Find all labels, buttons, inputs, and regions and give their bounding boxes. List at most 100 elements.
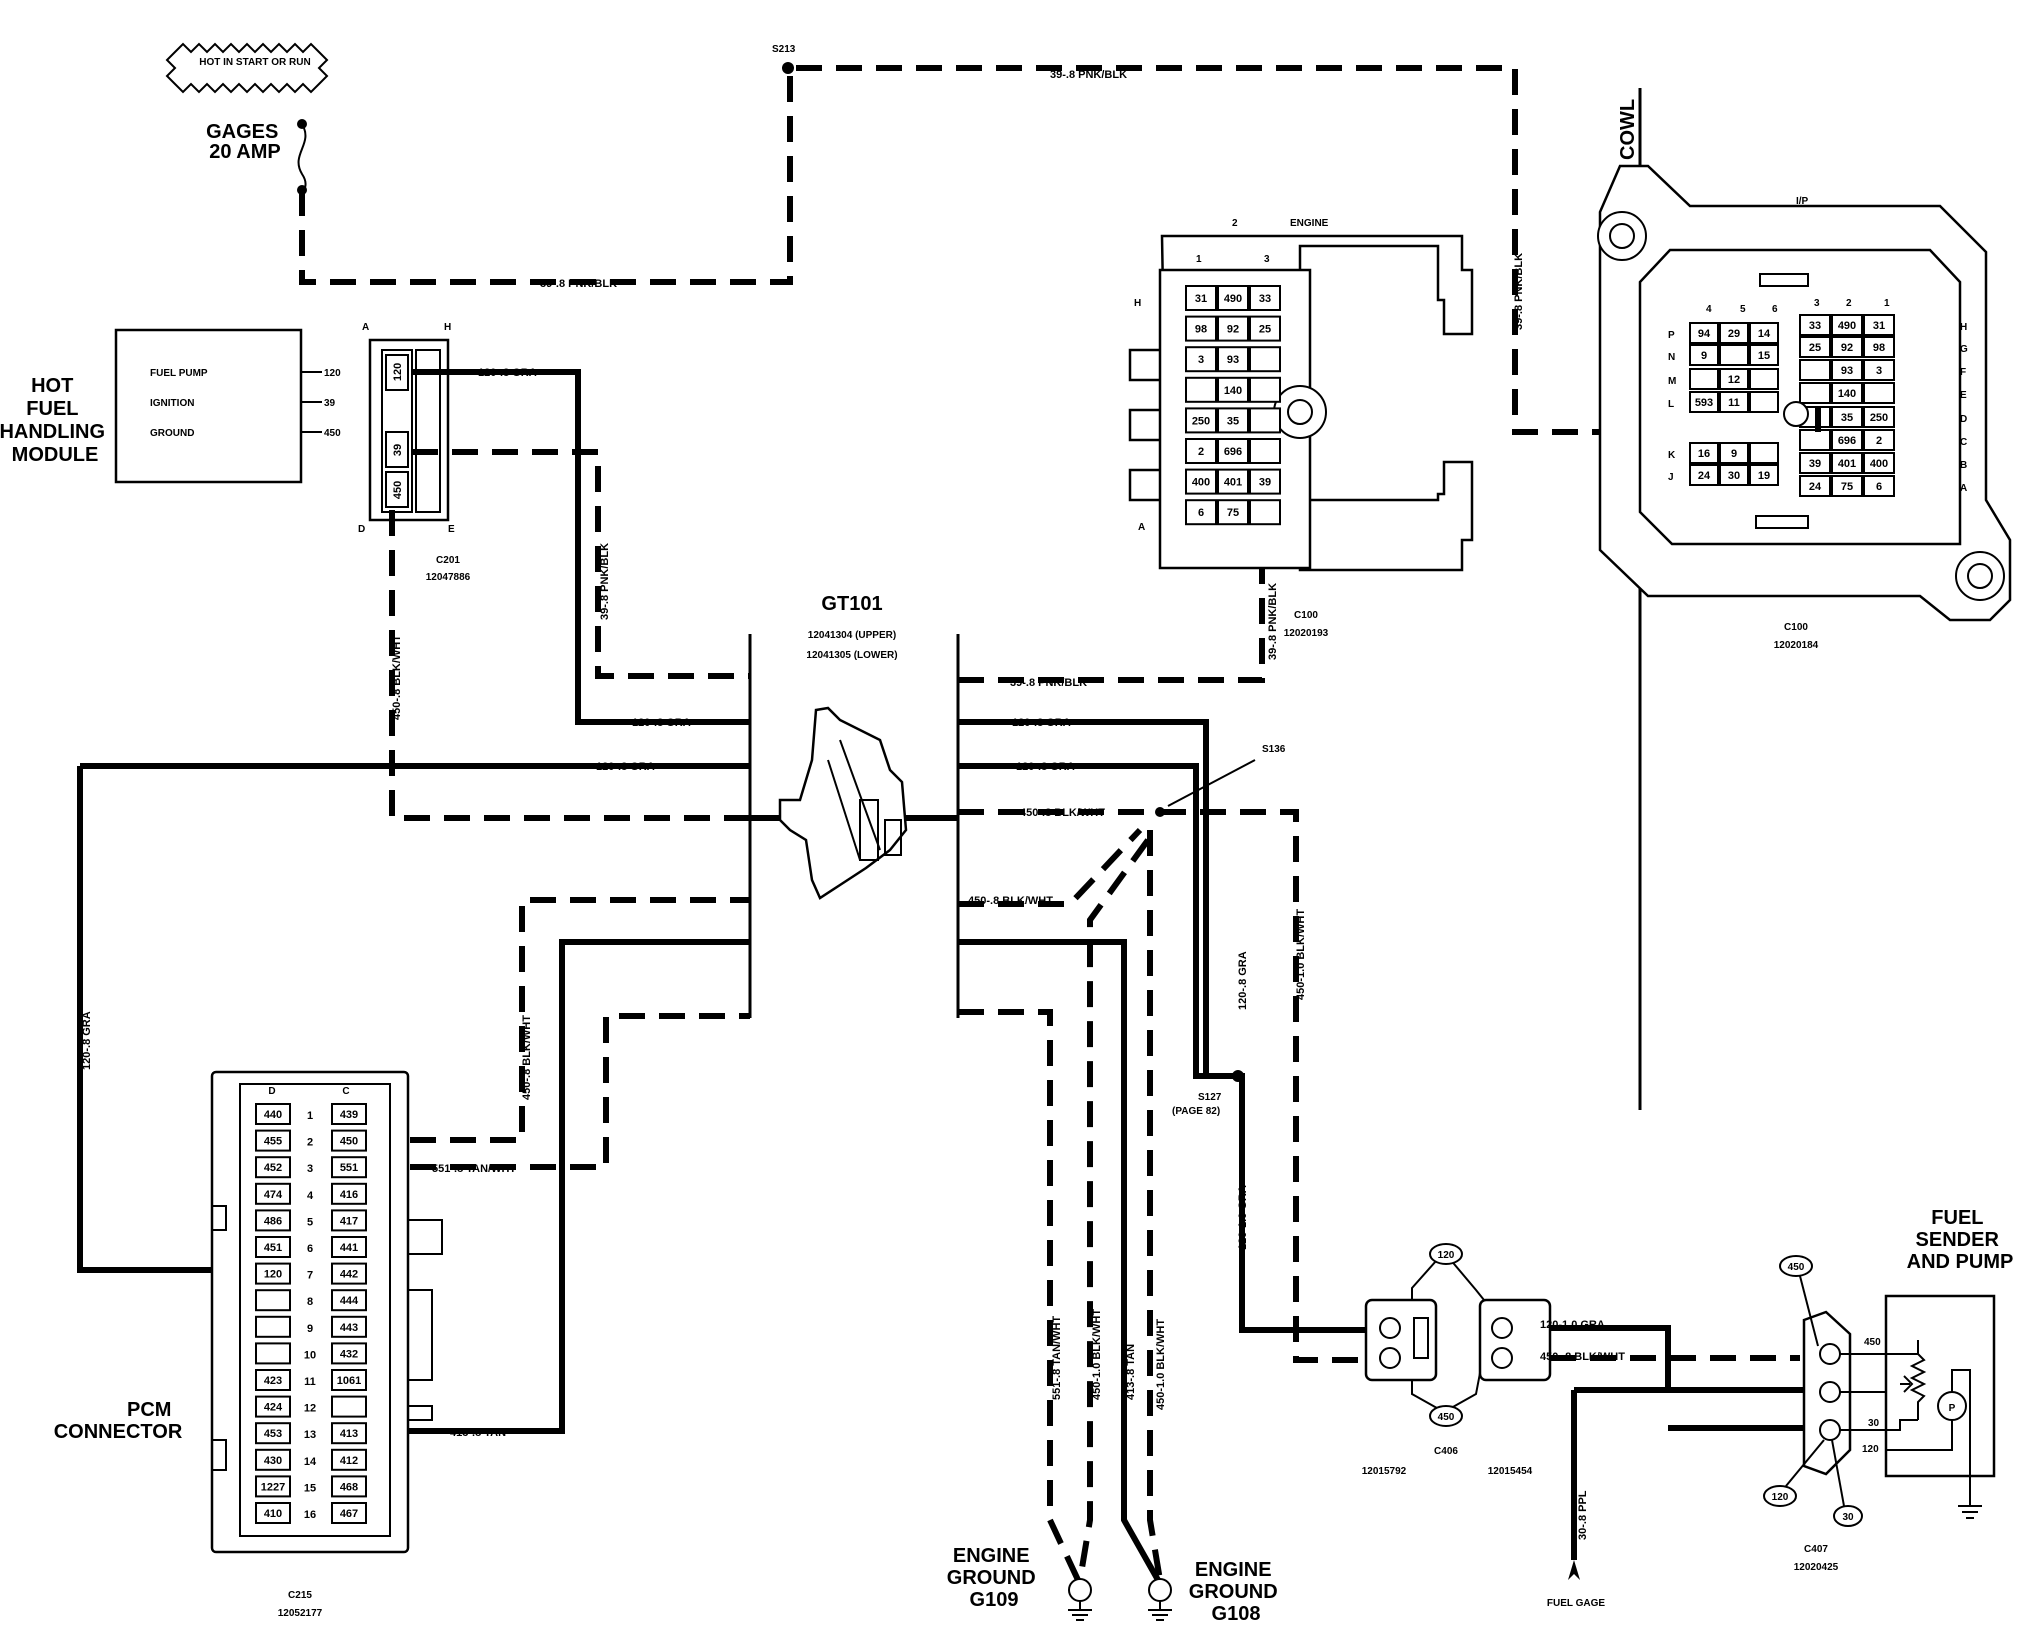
c100-engine-pin (1249, 285, 1281, 311)
c100-ip-pin-label: 93 (1841, 365, 1853, 377)
pcm-pin-d (255, 1342, 291, 1365)
c100-engine-pin-label: 490 (1224, 293, 1242, 305)
pcm-row-number: 6 (307, 1243, 313, 1255)
pcm-pin-d (255, 1236, 291, 1258)
pcm-pin-d (255, 1289, 291, 1312)
pcm-row-number: 1 (307, 1110, 313, 1122)
c100-ip-pin (1831, 475, 1863, 497)
c100-ip-pin-label: 400 (1870, 458, 1888, 470)
c100-ip-pin-label: 30 (1728, 470, 1740, 482)
c100-engine-pin-label: 39 (1259, 477, 1271, 489)
c100-engine-pin-label: 696 (1224, 446, 1242, 458)
wire-413-pcm (370, 939, 750, 1434)
wire-551-pcm-label: 551-.8 TAN/WHT (432, 1163, 516, 1175)
c100-ip-part: 12020184 (1774, 640, 1819, 651)
sender-name: FUEL SENDER AND PUMP (1907, 1207, 2014, 1273)
hot-in-start-or-run-label: HOT IN START OR RUN (165, 42, 329, 94)
c201-pin-120: 120 (392, 363, 404, 381)
c100-ip-col-head: 2 (1846, 298, 1852, 309)
gt101-grommet: GT101 12041304 (UPPER) 12041305 (LOWER) (748, 593, 960, 1018)
gages-fuse: GAGES 20 AMP (206, 119, 307, 195)
svg-text:450: 450 (1788, 1262, 1805, 1273)
c100-ip-col-head: 6 (1772, 304, 1778, 315)
c100-ip-row-letter: D (1960, 414, 1967, 425)
c100-ip-pin (1863, 382, 1895, 404)
c100-engine-pin-label: 31 (1195, 293, 1207, 305)
c100-ip-pin (1689, 368, 1719, 390)
c201-corner-d: D (358, 524, 365, 535)
fuel-sender-and-pump: FUEL SENDER AND PUMP 450 30 120 P (1862, 1207, 2014, 1519)
c100-ip-pin-label: 11 (1728, 397, 1740, 409)
svg-text:120: 120 (1772, 1492, 1789, 1503)
fuse-element-icon (297, 123, 307, 193)
c100-ip-pin (1799, 382, 1831, 404)
pcm-row-number: 4 (307, 1190, 314, 1202)
c100-engine-pin (1217, 376, 1249, 403)
c100-ip-pin (1749, 344, 1779, 366)
wire-39-top-run (299, 65, 1700, 435)
c100-ip-row-letter: H (1960, 322, 1967, 333)
pcm-pin-d-label: 452 (264, 1162, 282, 1174)
c100-ip-pin-label: 25 (1809, 342, 1821, 354)
c100-engine-pin (1249, 407, 1281, 434)
gages-line1: GAGES (206, 121, 278, 143)
wire-450-gt-right2-label: 450-.8 BLK/WHT (968, 895, 1053, 907)
wire-120-gt-right1-label: 120-.8 GRA (1012, 717, 1071, 729)
c100-ip-pin (1799, 359, 1831, 381)
c100-ip-pin (1863, 359, 1895, 381)
c100-engine-pin-label: 400 (1192, 477, 1210, 489)
c100-ip-pin-label: 94 (1698, 328, 1711, 340)
pcm-row-number: 13 (304, 1429, 316, 1441)
c406-part-right: 12015454 (1488, 1466, 1533, 1477)
fuel-gage-label: FUEL GAGE (1547, 1598, 1605, 1609)
c100-ip-pin (1799, 475, 1831, 497)
wire-450-1-0-vert-label: 450-1.0 BLK/WHT (1295, 909, 1307, 1000)
c100-ip-pin-label: 92 (1841, 342, 1853, 354)
pcm-pin-c (331, 1422, 367, 1445)
pcm-row-number: 8 (307, 1296, 313, 1308)
pcm-pin-c-label: 450 (340, 1136, 358, 1148)
wire-39-top-label: 39-.8 PNK/BLK (1050, 69, 1127, 81)
wire-120-c406-label: 120-1.0 GRA (1540, 1319, 1605, 1331)
pcm-pin-c-label: 439 (340, 1109, 358, 1121)
c201-corner-a: A (362, 322, 369, 333)
c201-pin-39: 39 (392, 444, 404, 456)
c407-bubble-120 (1763, 1485, 1797, 1507)
c100-engine-pin (1217, 438, 1249, 464)
c407-bubble-30 (1833, 1505, 1863, 1527)
pcm-pin-c (331, 1156, 367, 1179)
c100-engine-pin (1185, 468, 1217, 495)
pcm-row-number: 11 (304, 1376, 316, 1388)
c100-ip-row-letter: E (1960, 390, 1967, 401)
c406-bubble-120 (1429, 1243, 1463, 1265)
wire-450-gt-right1-label: 450-.8 BLK/WHT (1020, 807, 1105, 819)
connector-c201: 120 39 450 A H D E C201 12047886 (358, 322, 471, 583)
c100-engine-pin (1217, 346, 1249, 373)
c100-engine-pin (1185, 315, 1217, 342)
pcm-col-c: C (342, 1086, 349, 1097)
c100-ip-col-head: 5 (1740, 304, 1746, 315)
c100-ip-pin (1799, 314, 1831, 336)
c100-engine-pin (1217, 468, 1249, 495)
c201-pin-450: 450 (392, 481, 404, 499)
wire-120-c201-to-gt101 (412, 369, 750, 725)
c407-bubble-450 (1779, 1255, 1813, 1277)
ring-terminal-icon (1068, 1578, 1092, 1602)
c100-engine-pin-label: 75 (1227, 507, 1239, 519)
pcm-pin-c (331, 1103, 367, 1125)
c100-ip-pin-label: 593 (1695, 397, 1713, 409)
pcm-pin-d (255, 1475, 291, 1498)
wire-551-ground-label: 551-.8 TAN/WHT (1051, 1316, 1063, 1400)
c201-corner-e: E (448, 524, 455, 535)
c100-ip-pin-label: 39 (1809, 458, 1821, 470)
c100-engine-pin (1185, 285, 1217, 311)
wire-413-ground (958, 939, 1161, 1582)
fuel-gage-arrow-icon (1568, 1560, 1580, 1580)
c100-ip-label: C100 (1784, 622, 1808, 633)
c100-ip-pin-label: 696 (1838, 435, 1856, 447)
c100-ip-row-letter: B (1960, 460, 1967, 471)
wire-413-ground-label: 413-.8 TAN (1125, 1344, 1137, 1400)
module-pin-num-120: 120 (324, 368, 341, 379)
c100-ip-pin (1863, 406, 1895, 428)
